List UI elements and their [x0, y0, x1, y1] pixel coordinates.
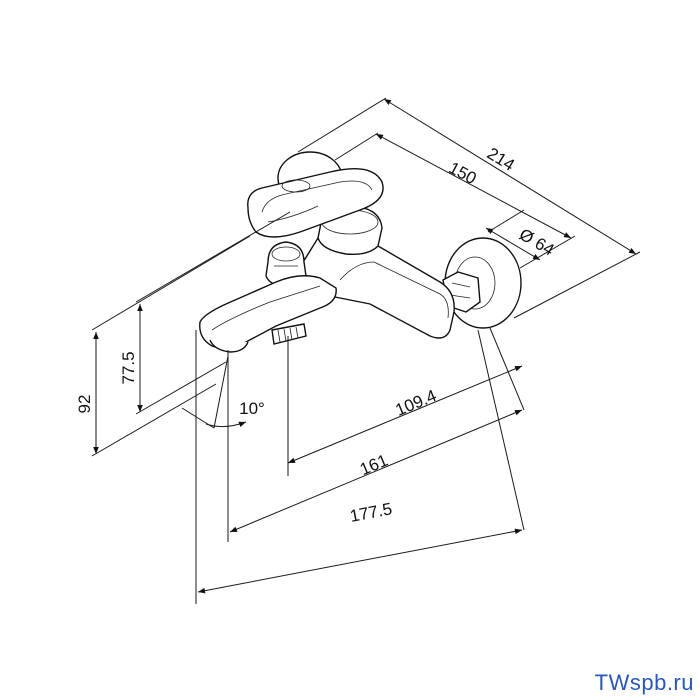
dim-label-150: 150	[446, 158, 480, 188]
faucet-body	[199, 151, 522, 353]
dim-label-10: 10°	[239, 399, 265, 418]
spout	[199, 275, 337, 349]
dim-label-214: 214	[484, 144, 518, 175]
spout-outlet	[209, 339, 249, 353]
dim-label-64: Ø 64	[516, 225, 557, 260]
dim-line-214	[383, 98, 637, 255]
dim-label-92: 92	[75, 395, 94, 414]
dim-arc-10	[205, 421, 247, 428]
shower-outlet-thread	[271, 323, 307, 345]
dim-line-161	[229, 409, 523, 533]
dim-line-150	[375, 133, 572, 239]
dim-label-77-5: 77.5	[119, 351, 138, 384]
dim-label-177-5: 177.5	[348, 499, 393, 526]
dim-line-64	[485, 227, 541, 261]
dimension-lines	[93, 98, 637, 594]
dim-label-161: 161	[357, 451, 391, 479]
dim-label-109-4: 109.4	[393, 386, 440, 420]
dim-line-177-5	[197, 528, 523, 594]
watermark: TWspb.ru	[594, 670, 694, 695]
